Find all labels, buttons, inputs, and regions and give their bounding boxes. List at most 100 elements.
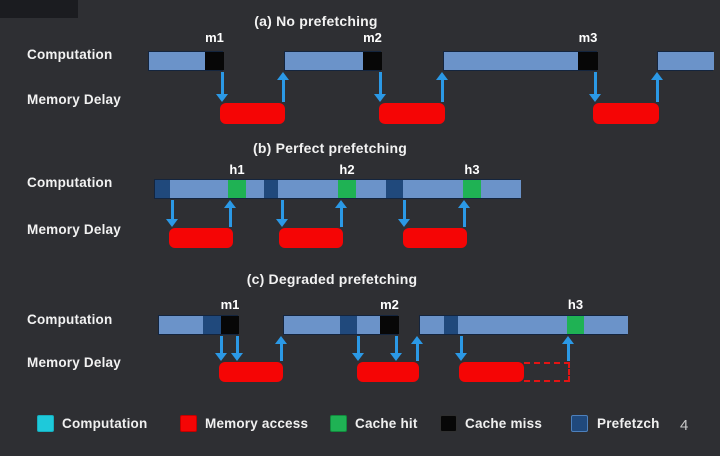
arrow-head [651,72,663,80]
arrow-shaft [228,207,232,227]
down-arrow [455,336,467,361]
computation-segment [481,180,521,198]
up-arrow [275,336,287,361]
computation-bar [419,315,628,335]
computation-bar [657,51,714,71]
down-arrow [216,72,228,102]
arrow-shaft [235,336,239,354]
arrow-shaft [593,72,597,95]
arrow-shaft [402,200,406,220]
arrow-shaft [280,200,284,220]
computation-segment [170,180,228,198]
cache-miss-segment [578,52,598,70]
arrow-shaft [459,336,463,354]
computation-bar [158,315,239,335]
event-label-h3: h3 [567,297,584,312]
computation-segment [458,316,567,334]
computation-segment [357,316,380,334]
cache-miss-segment [221,316,239,334]
arrow-head [166,219,178,227]
arrow-shaft [281,79,285,102]
cache-hit-segment [338,180,356,198]
event-label-h3: h3 [464,162,480,177]
cache-miss-segment [380,316,399,334]
legend-label-computation: Computation [62,416,148,431]
down-arrow [276,200,288,227]
down-arrow [352,336,364,361]
arrow-head [390,353,402,361]
memory-access-bar [403,228,467,248]
arrow-head [275,336,287,344]
event-label-m3: m3 [578,30,598,45]
section-c-title: (c) Degraded prefetching [246,271,418,287]
arrow-head [277,72,289,80]
arrow-shaft [339,207,343,227]
arrow-head [562,336,574,344]
memory-access-bar [169,228,233,248]
arrow-head [436,72,448,80]
arrow-head [411,336,423,344]
cache-miss-segment [205,52,224,70]
memory-access-bar [459,362,524,382]
top-left-dark-strip [0,0,78,18]
cache-hit-segment [567,316,584,334]
row-label-computation: Computation [27,175,113,190]
memory-access-bar-dashed [524,362,570,382]
computation-bar [284,51,382,71]
row-label-computation: Computation [27,312,113,327]
computation-segment [356,180,386,198]
event-label-m1: m1 [220,297,240,312]
arrow-head [231,353,243,361]
arrow-shaft [415,343,419,361]
section-a-title: (a) No prefetching [254,13,378,29]
arrow-head [398,219,410,227]
legend-swatch-prefetzch [571,415,588,432]
page-number: 4 [680,417,689,434]
arrow-shaft [462,207,466,227]
memory-access-bar [593,103,659,124]
computation-segment [584,316,628,334]
event-label-m2: m2 [363,30,382,45]
up-arrow [458,200,470,227]
computation-segment [149,52,205,70]
computation-segment [284,316,340,334]
legend-label-memory-access: Memory access [205,416,309,431]
arrow-shaft [394,336,398,354]
down-arrow [374,72,386,102]
row-label-memory-delay: Memory Delay [27,92,121,107]
computation-segment [403,180,463,198]
row-label-computation: Computation [27,47,113,62]
down-arrow [390,336,402,361]
arrow-shaft [440,79,444,102]
cache-hit-segment [228,180,246,198]
legend-label-prefetzch: Prefetzch [597,416,660,431]
arrow-head [216,94,228,102]
up-arrow [562,336,574,361]
prefetch-segment [155,180,170,198]
down-arrow [398,200,410,227]
row-label-memory-delay: Memory Delay [27,355,121,370]
legend-label-cache-hit: Cache hit [355,416,418,431]
arrow-shaft [279,343,283,361]
computation-bar [283,315,399,335]
computation-segment [246,180,264,198]
arrow-head [215,353,227,361]
memory-access-bar [279,228,343,248]
event-label-m2: m2 [380,297,399,312]
prefetch-segment [203,316,221,334]
arrow-shaft [356,336,360,354]
arrow-head [589,94,601,102]
computation-segment [658,52,714,70]
arrow-shaft [566,343,570,361]
arrow-head [276,219,288,227]
arrow-head [458,200,470,208]
down-arrow [589,72,601,102]
section-b-title: (b) Perfect prefetching [253,140,407,156]
computation-segment [444,52,578,70]
arrow-head [335,200,347,208]
legend-swatch-memory-access [180,415,197,432]
arrow-shaft [170,200,174,220]
